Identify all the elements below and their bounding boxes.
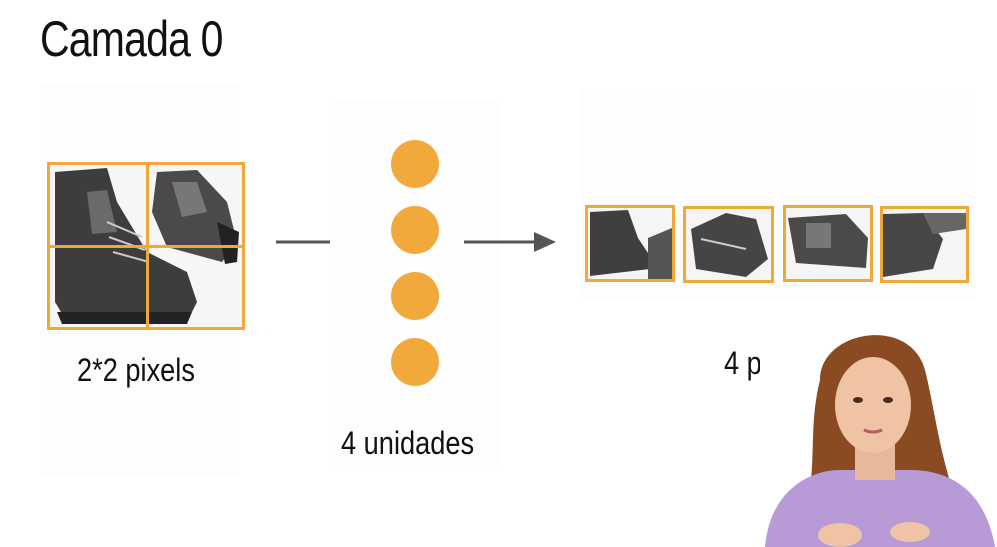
unit-circle (391, 140, 439, 188)
pixel-patch-4 (880, 206, 969, 283)
presenter-photo (760, 320, 997, 547)
boot-grid (47, 162, 245, 330)
unit-circle (391, 206, 439, 254)
unit-circle (391, 338, 439, 386)
pixel-patch-1 (585, 205, 675, 282)
grid-cell-1 (47, 162, 149, 248)
middle-caption: 4 unidades (341, 425, 475, 461)
left-caption: 2*2 pixels (77, 352, 195, 388)
pixel-patch-3 (783, 205, 873, 282)
slide-title: Camada 0 (40, 11, 223, 67)
grid-cell-3 (47, 245, 149, 330)
grid-cell-2 (146, 162, 245, 248)
pixel-patch-2 (683, 206, 774, 283)
grid-cell-4 (146, 245, 245, 330)
arrow-right-icon (464, 232, 556, 252)
unit-circle (391, 272, 439, 320)
